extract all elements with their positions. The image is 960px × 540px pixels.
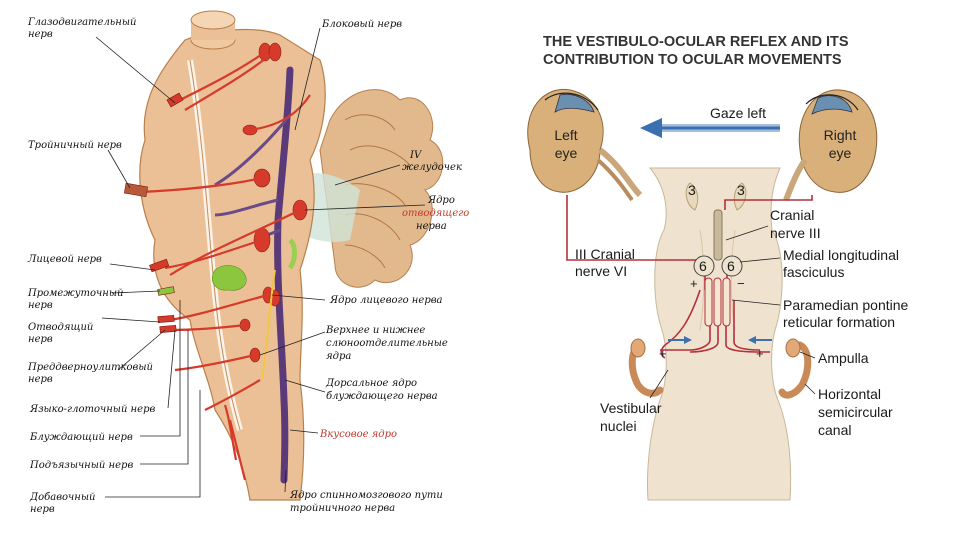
pprf-shapes	[704, 277, 731, 327]
green-nucleus	[211, 265, 247, 291]
label-intermediate-2: нерв	[28, 300, 53, 311]
vor-brainstem	[647, 167, 792, 501]
label-abducens-nucleus-3: нерва	[416, 221, 447, 232]
label-facial-nucleus: Ядро лицевого нерва	[329, 295, 443, 306]
label-abducens-1: Отводящий	[28, 322, 93, 333]
label-spinal-trigeminal-2: тройничного нерва	[290, 503, 395, 514]
nucleus-3-right: 3	[737, 182, 745, 198]
label-abducens-nucleus-2: отводящего	[402, 208, 469, 219]
title-line-1: THE VESTIBULO-OCULAR REFLEX AND ITS	[543, 34, 849, 50]
label-vestibular-1: Vestibular	[600, 400, 662, 416]
left-labels: Глазодвигательный нерв Блоковый нерв Тро…	[27, 17, 469, 515]
label-accessory-1: Добавочный	[29, 492, 95, 503]
left-eye: Left eye	[527, 88, 643, 202]
label-abducens-2: нерв	[28, 334, 53, 345]
right-eye-label-2: eye	[829, 145, 852, 161]
label-salivatory-3: ядра	[326, 351, 351, 362]
nucleus-6-left: 6	[699, 258, 707, 274]
oculomotor-nuclei: 3 3	[685, 182, 747, 211]
label-spinal-trigeminal-1: Ядро спинномозгового пути	[289, 490, 443, 501]
label-trigeminal: Тройничный нерв	[28, 140, 122, 151]
label-mlf-1: Medial longitudinal	[783, 247, 899, 263]
vor-title: THE VESTIBULO-OCULAR REFLEX AND ITS CONT…	[543, 34, 849, 68]
label-vestibulocochlear-2: нерв	[28, 374, 53, 385]
red-nerve-fibers	[139, 51, 311, 481]
label-vestibular-2: nuclei	[600, 418, 637, 434]
label-mlf-2: fasciculus	[783, 264, 844, 280]
right-leader-lines	[649, 225, 816, 399]
label-cn-iii-2: nerve III	[770, 225, 821, 241]
vor-pathways	[566, 195, 813, 359]
right-labels: III Cranial nerve VI Cranial nerve III M…	[575, 207, 909, 438]
brainstem-body	[139, 28, 326, 501]
label-pprf-1: Paramedian pontine	[783, 297, 909, 313]
sign-plus-ampulla-right: +	[756, 346, 764, 361]
svg-text:нерв: нерв	[28, 29, 53, 40]
label-canal-3: canal	[818, 422, 851, 438]
left-eye-label-2: eye	[555, 145, 578, 161]
label-salivatory-2: слюноотделительные	[326, 338, 448, 349]
gaze-arrow: Gaze left	[640, 105, 780, 138]
label-cn-vi-1: III Cranial	[575, 246, 635, 262]
label-trochlear: Блоковый нерв	[321, 19, 402, 30]
sign-minus-right: −	[737, 276, 745, 291]
brainstem-illustration	[123, 10, 444, 501]
label-vagus: Блуждающий нерв	[29, 432, 133, 443]
purple-tract	[274, 66, 294, 484]
left-eye-label-1: Left	[554, 127, 577, 143]
label-canal-2: semicircular	[818, 404, 893, 420]
sign-plus-ampulla-left: +	[659, 346, 667, 361]
label-ventricle-2: желудочек	[402, 162, 462, 173]
label-ventricle-1: IV	[409, 150, 423, 161]
label-pprf-2: reticular formation	[783, 314, 895, 330]
label-accessory-2: нерв	[30, 504, 55, 515]
gaze-label: Gaze left	[710, 105, 766, 121]
right-eye: Right eye	[783, 89, 878, 202]
label-salivatory-1: Верхнее и нижнее	[325, 325, 425, 336]
abducens-nuclei: 6 6 + −	[690, 255, 745, 291]
label-abducens-nucleus-1: Ядро	[427, 195, 455, 206]
mlf-rod	[713, 209, 723, 261]
label-taste-nucleus: Вкусовое ядро	[319, 429, 397, 440]
label-oculomotor-1: Глазодвигательный	[27, 17, 136, 28]
semicircular-canals: + +	[628, 336, 812, 399]
label-intermediate-1: Промежуточный	[27, 288, 123, 299]
label-facial: Лицевой нерв	[27, 254, 102, 265]
sign-plus-left: +	[690, 276, 698, 291]
label-cn-vi-2: nerve VI	[575, 263, 627, 279]
right-eye-label-1: Right	[824, 127, 857, 143]
svg-text:Глазодвигательный: Глазодвигательный	[27, 17, 136, 28]
label-glossopharyngeal: Языко-глоточный нерв	[29, 404, 155, 415]
label-ampulla: Ampulla	[818, 350, 869, 366]
nerve-stumps	[123, 92, 184, 334]
label-vagus-nucleus-1: Дорсальное ядро	[325, 378, 417, 389]
nucleus-3-left: 3	[688, 182, 696, 198]
label-vestibulocochlear-1: Преддверноулитковый	[27, 362, 153, 373]
label-oculomotor-2: нерв	[28, 29, 53, 40]
nucleus-6-right: 6	[727, 258, 735, 274]
label-canal-1: Horizontal	[818, 386, 881, 402]
label-vagus-nucleus-2: блуждающего нерва	[326, 391, 438, 402]
label-hypoglossal: Подъязычный нерв	[29, 460, 133, 471]
left-leader-lines	[95, 27, 426, 498]
label-cn-iii-1: Cranial	[770, 207, 814, 223]
title-line-2: CONTRIBUTION TO OCULAR MOVEMENTS	[543, 52, 842, 68]
